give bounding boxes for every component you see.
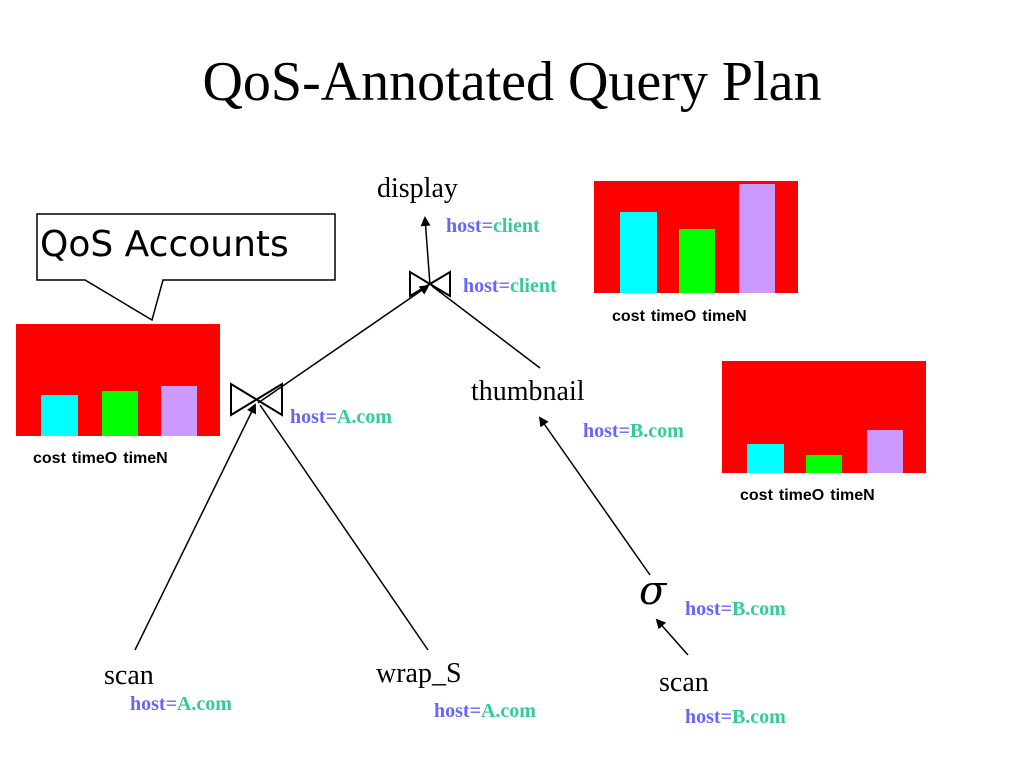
host-join-left: host=A.com [290, 406, 392, 428]
node-scan-right: scan [659, 667, 709, 698]
edge-wrap-s-to-join-left [259, 404, 429, 651]
bar-cost [41, 395, 78, 436]
host-thumbnail: host=B.com [583, 420, 684, 442]
tick-label: timeO [71, 450, 118, 467]
bar-timeO [679, 229, 715, 293]
join-top-icon [409, 270, 451, 298]
edge-join-top-to-display [420, 216, 431, 286]
tick-label: cost [33, 450, 66, 467]
edge-thumbnail-to-join-top [431, 285, 541, 369]
edge-scan-right-to-select [655, 618, 689, 656]
host-wrap-s: host=A.com [434, 700, 536, 722]
edge-scan-left-to-join-left [134, 403, 256, 651]
qos-chart-top-right [594, 181, 798, 293]
tick-label: timeN [702, 308, 747, 325]
callout-label: QoS Accounts [40, 224, 289, 265]
page-title: QoS-Annotated Query Plan [202, 51, 822, 113]
tick-label: cost [612, 308, 645, 325]
edge-join-left-to-join-top [257, 284, 430, 404]
qos-chart-left [16, 324, 220, 436]
bar-timeN [739, 184, 775, 293]
host-scan-right: host=B.com [685, 706, 786, 728]
bar-timeN [867, 430, 903, 473]
host-display: host=client [446, 215, 540, 237]
bar-timeO [102, 391, 138, 436]
node-display: display [377, 173, 458, 204]
node-wrap-s: wrap_S [376, 658, 462, 689]
qos-chart-left-labels: cost timeO timeN [33, 450, 174, 468]
bar-cost [747, 444, 784, 473]
qos-chart-mid-right-labels: cost timeO timeN [740, 487, 881, 505]
tick-label: timeN [830, 487, 875, 504]
bar-cost [620, 212, 657, 293]
qos-chart-top-right-labels: cost timeO timeN [612, 308, 753, 326]
host-join-top: host=client [463, 275, 557, 297]
edge-select-to-thumbnail [538, 416, 651, 576]
bar-timeN [161, 386, 197, 436]
join-left-icon [230, 382, 283, 417]
tick-label: timeO [778, 487, 825, 504]
qos-chart-mid-right [722, 361, 926, 473]
tick-label: cost [740, 487, 773, 504]
host-select: host=B.com [685, 598, 786, 620]
select-sigma-icon: σ [639, 568, 667, 614]
tick-label: timeN [123, 450, 168, 467]
node-thumbnail: thumbnail [471, 376, 585, 407]
callout-box [36, 213, 336, 322]
host-scan-left: host=A.com [130, 693, 232, 715]
tick-label: timeO [650, 308, 697, 325]
bar-timeO [806, 455, 842, 473]
node-scan-left: scan [104, 660, 154, 691]
